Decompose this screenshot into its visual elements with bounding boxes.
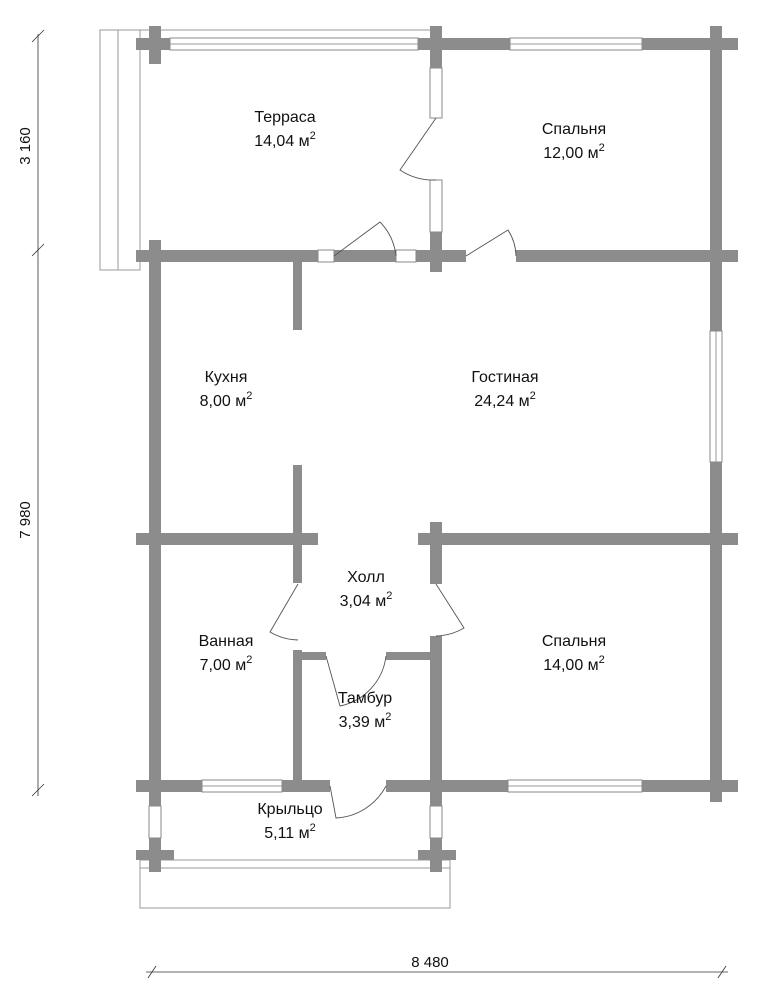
- svg-text:24,24 м2: 24,24 м2: [474, 390, 536, 410]
- svg-text:5,11 м2: 5,11 м2: [264, 822, 316, 842]
- area-unit-sup: 2: [385, 711, 391, 723]
- room-area: 8,00 м: [200, 393, 247, 410]
- room-name: Кухня: [205, 369, 248, 386]
- dim-main-height: 7 980: [17, 501, 34, 539]
- porch-deck: [139, 859, 451, 909]
- dim-top-height: 3 160: [17, 127, 34, 165]
- svg-text:3,04 м2: 3,04 м2: [340, 590, 393, 610]
- log-corners: [136, 26, 736, 872]
- room-area: 14,00 м: [543, 657, 598, 674]
- room-area: 12,00 м: [543, 145, 598, 162]
- svg-text:7,00 м2: 7,00 м2: [200, 654, 253, 674]
- svg-text:8,00 м2: 8,00 м2: [200, 390, 253, 410]
- room-name: Ванная: [199, 633, 254, 650]
- svg-text:14,04 м2: 14,04 м2: [254, 130, 316, 150]
- room-bathroom: Ванная 7,00 м2: [199, 633, 254, 674]
- room-area: 5,11 м: [264, 825, 309, 842]
- dim-width: 8 480: [411, 954, 449, 971]
- area-unit-sup: 2: [599, 654, 605, 666]
- room-porch: Крыльцо 5,11 м2: [257, 801, 322, 842]
- room-terrace: Терраса 14,04 м2: [254, 109, 316, 150]
- room-name: Крыльцо: [257, 801, 322, 818]
- room-area: 14,04 м: [254, 133, 309, 150]
- room-area: 3,39 м: [339, 714, 386, 731]
- svg-text:3,39 м2: 3,39 м2: [339, 711, 392, 731]
- area-unit-sup: 2: [246, 390, 252, 402]
- area-unit-sup: 2: [530, 390, 536, 402]
- area-unit-sup: 2: [386, 590, 392, 602]
- area-unit-sup: 2: [599, 142, 605, 154]
- room-name: Гостиная: [471, 369, 538, 386]
- room-area: 7,00 м: [200, 657, 247, 674]
- area-unit-sup: 2: [246, 654, 252, 666]
- dimension-lines: [31, 29, 728, 979]
- svg-text:12,00 м2: 12,00 м2: [543, 142, 605, 162]
- windows: [148, 37, 723, 839]
- room-area: 3,04 м: [340, 593, 387, 610]
- room-living: Гостиная 24,24 м2: [471, 369, 538, 410]
- area-unit-sup: 2: [310, 130, 316, 142]
- room-name: Терраса: [254, 109, 315, 126]
- room-area: 24,24 м: [474, 393, 529, 410]
- doors: [269, 117, 517, 819]
- area-unit-sup: 2: [310, 822, 316, 834]
- room-name: Спальня: [542, 121, 606, 138]
- room-name: Спальня: [542, 633, 606, 650]
- svg-text:14,00 м2: 14,00 м2: [543, 654, 605, 674]
- walls: [136, 26, 738, 806]
- room-hall: Холл 3,04 м2: [340, 569, 393, 610]
- terrace-deck: [99, 29, 430, 271]
- room-kitchen: Кухня 8,00 м2: [200, 369, 253, 410]
- room-name: Холл: [347, 569, 385, 586]
- room-name: Тамбур: [338, 690, 392, 707]
- room-bedroom-top: Спальня 12,00 м2: [542, 121, 606, 162]
- room-vestibule: Тамбур 3,39 м2: [338, 690, 392, 731]
- room-bedroom-bottom: Спальня 14,00 м2: [542, 633, 606, 674]
